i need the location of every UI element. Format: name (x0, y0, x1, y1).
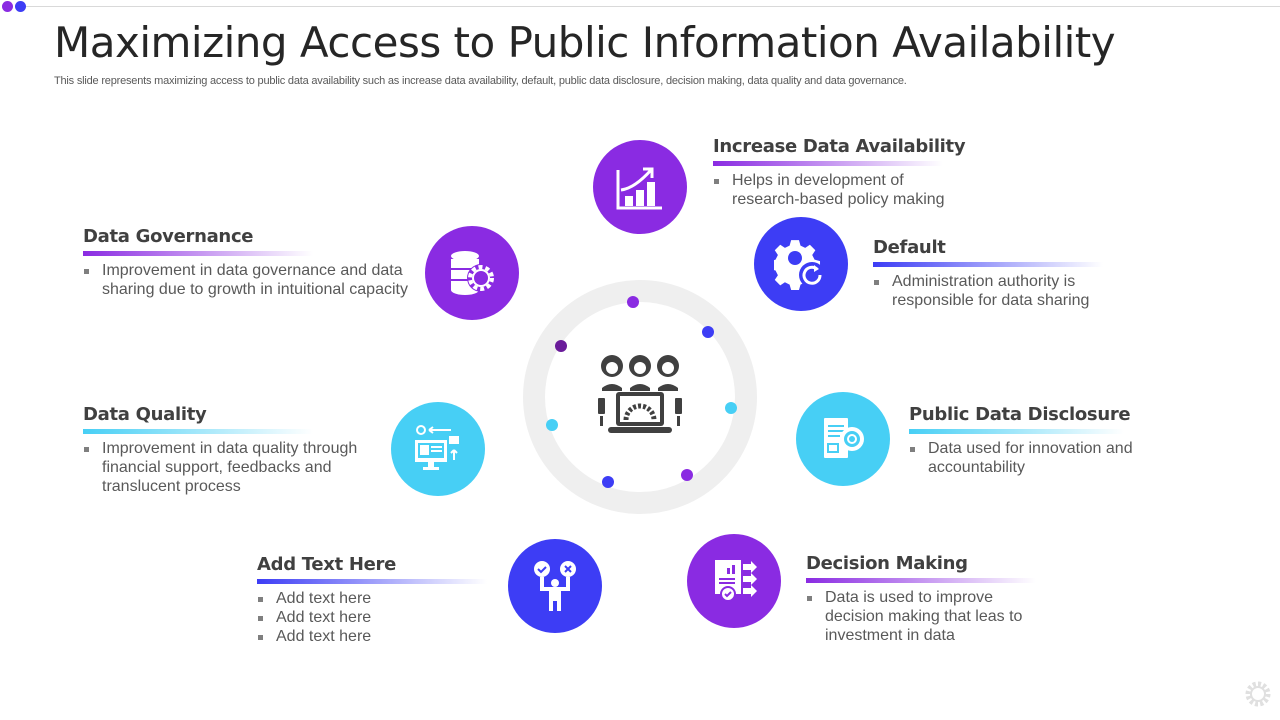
add-text-here-circle (508, 539, 602, 633)
heading-underline (83, 429, 313, 434)
item-bullet: Helps in development of research-based p… (713, 171, 952, 209)
ring-dot (546, 419, 558, 431)
heading-underline (257, 579, 487, 584)
public-data-disclosure-circle (796, 392, 890, 486)
team-laptop-icon (598, 355, 682, 433)
ring-dot (555, 340, 567, 352)
database-gear-icon (451, 251, 495, 295)
item-heading: Increase Data Availability (713, 136, 966, 157)
report-approval-icon (715, 560, 757, 602)
header-dot-blue (15, 1, 26, 12)
document-gear-icon (824, 418, 864, 458)
header-rule (26, 6, 1280, 7)
person-choice-icon (534, 561, 576, 611)
heading-underline (83, 251, 313, 256)
item-heading: Default (873, 237, 946, 258)
public-data-disclosure-block: Public Data Disclosure Data used for inn… (909, 404, 1138, 477)
ring-dot (627, 296, 639, 308)
decision-making-block: Decision Making Data is used to improve … (806, 553, 1040, 645)
monitor-sync-icon (415, 425, 459, 470)
growth-chart-icon (616, 167, 662, 210)
ring-dot (602, 476, 614, 488)
item-bullet: Data used for innovation and accountabil… (909, 439, 1138, 477)
data-governance-block: Data Governance Improvement in data gove… (83, 226, 422, 299)
slide-title: Maximizing Access to Public Information … (54, 18, 1116, 67)
item-heading: Decision Making (806, 553, 968, 574)
header-dot-purple (2, 1, 13, 12)
decision-making-circle (687, 534, 781, 628)
data-quality-block: Data Quality Improvement in data quality… (83, 404, 367, 496)
item-heading: Data Quality (83, 404, 207, 425)
item-heading: Data Governance (83, 226, 254, 247)
item-bullet: Add text here (257, 608, 487, 627)
item-bullet: Improvement in data governance and data … (83, 261, 422, 299)
item-heading: Add Text Here (257, 554, 397, 575)
default-block: Default Administration authority is resp… (873, 237, 1112, 310)
slide-subtitle: This slide represents maximizing access … (54, 75, 907, 87)
add-text-here-block: Add Text Here Add text here Add text her… (257, 554, 487, 646)
increase-data-availability-block: Increase Data Availability Helps in deve… (713, 136, 966, 209)
heading-underline (909, 429, 1124, 434)
item-heading: Public Data Disclosure (909, 404, 1131, 425)
ring-dot (702, 326, 714, 338)
item-bullet: Improvement in data quality through fina… (83, 439, 367, 496)
default-circle (754, 217, 848, 311)
heading-underline (806, 578, 1036, 583)
heading-underline (873, 262, 1103, 267)
data-governance-circle (425, 226, 519, 320)
data-quality-circle (391, 402, 485, 496)
increase-data-availability-circle (593, 140, 687, 234)
item-bullet: Data is used to improve decision making … (806, 588, 1040, 645)
gear-icon (1245, 681, 1271, 707)
gear-refresh-icon (774, 240, 825, 291)
item-bullet: Add text here (257, 627, 487, 646)
item-bullet: Administration authority is responsible … (873, 272, 1112, 310)
heading-underline (713, 161, 943, 166)
ring-dot (725, 402, 737, 414)
ring-dot (681, 469, 693, 481)
item-bullet: Add text here (257, 589, 487, 608)
